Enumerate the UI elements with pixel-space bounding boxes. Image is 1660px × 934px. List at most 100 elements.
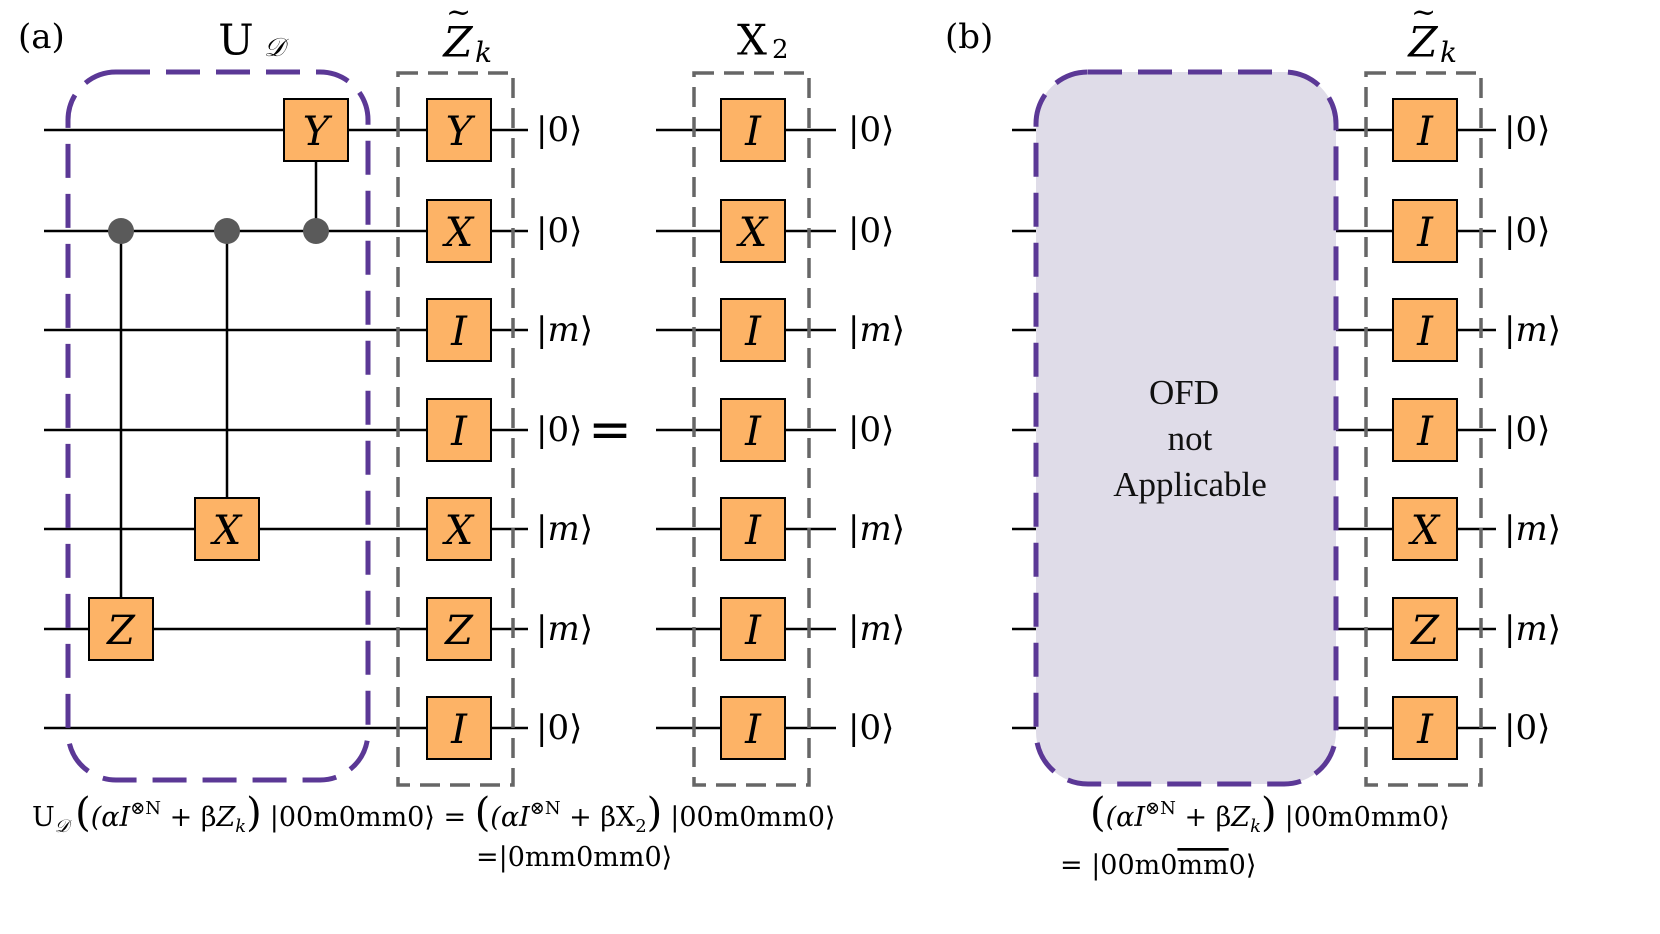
- x2-gate-2: I: [720, 298, 786, 362]
- svg-text:X: X: [736, 210, 769, 256]
- zk-b-ket-6: |0⟩: [1504, 708, 1550, 748]
- zk-b-gate-4: X: [1392, 497, 1458, 561]
- x2-gate-6: I: [720, 696, 786, 760]
- panel-b-label: (b): [945, 17, 993, 57]
- zk-b-gate-1: I: [1392, 199, 1458, 263]
- ud-control-lines: [108, 130, 329, 629]
- zk-a-ket-0: |0⟩: [536, 110, 582, 150]
- zk-title-b-tilde: ~: [1411, 0, 1436, 30]
- zk-a-ket-2: |m⟩: [536, 310, 593, 350]
- x2-title: X 2: [737, 16, 789, 66]
- svg-text:I: I: [744, 109, 762, 155]
- zk-block-border-a: [396, 71, 515, 787]
- zk-block-border-b: [1364, 71, 1483, 787]
- svg-text:Z: Z: [443, 608, 474, 654]
- svg-text:Y: Y: [303, 109, 333, 155]
- ofd-line-1: OFD: [1149, 373, 1219, 412]
- control-dot-1: [214, 218, 240, 244]
- zk-title-b-sub: k: [1440, 36, 1457, 69]
- x2-ket-3: |0⟩: [848, 410, 894, 450]
- zk-a-ket-1: |0⟩: [536, 211, 582, 251]
- svg-text:I: I: [744, 707, 762, 753]
- control-dot-2: [108, 218, 134, 244]
- svg-text:X: X: [210, 508, 243, 554]
- svg-text:I: I: [744, 508, 762, 554]
- x2-ket-0: |0⟩: [848, 110, 894, 150]
- zk-b-ket-3: |0⟩: [1504, 410, 1550, 450]
- zk-title-a-tilde: ~: [446, 0, 471, 30]
- svg-text:I: I: [744, 608, 762, 654]
- zk-title-b-main: Z: [1406, 18, 1438, 67]
- ofd-block: [1036, 72, 1336, 784]
- zk-b-gate-0: I: [1392, 98, 1458, 162]
- svg-text:I: I: [450, 409, 468, 455]
- zk-b-gate-2: I: [1392, 298, 1458, 362]
- svg-text:I: I: [1416, 409, 1434, 455]
- zk-title-a-sub: k: [475, 36, 492, 69]
- zk-title-a: Z ~ k: [441, 0, 492, 69]
- x2-gate-4: I: [720, 497, 786, 561]
- panel-a-kets: |0⟩ |0⟩ |m⟩ |0⟩ |m⟩ |m⟩ |0⟩ |0⟩ |0⟩ |m⟩ |0⟩ |m⟩ |m⟩ |…: [536, 110, 905, 748]
- svg-text:I: I: [1416, 109, 1434, 155]
- svg-text:Y: Y: [446, 109, 476, 155]
- ud-title-sub: 𝒟: [264, 33, 289, 63]
- x2-ket-1: |0⟩: [848, 211, 894, 251]
- svg-text:I: I: [1416, 707, 1434, 753]
- zk-a-gate-5: Z: [426, 597, 492, 661]
- svg-text:X: X: [1408, 508, 1441, 554]
- zk-b-ket-2: |m⟩: [1504, 310, 1561, 350]
- ofd-line-2: not: [1168, 419, 1213, 458]
- svg-text:I: I: [744, 309, 762, 355]
- svg-text:I: I: [450, 707, 468, 753]
- formula-b-line2: = |00m0mm0⟩: [1060, 850, 1256, 881]
- equals-sign: =: [588, 400, 632, 460]
- zk-a-gate-2: I: [426, 298, 492, 362]
- x2-gate-1: X: [720, 199, 786, 263]
- x2-block-border: [692, 71, 811, 787]
- zk-a-gate-6: I: [426, 696, 492, 760]
- panel-a-label: (a): [18, 17, 65, 57]
- zk-b-gate-6: I: [1392, 696, 1458, 760]
- zk-b-ket-1: |0⟩: [1504, 211, 1550, 251]
- ud-gate-y: Y: [283, 98, 349, 162]
- zk-a-ket-3: |0⟩: [536, 410, 582, 450]
- svg-text:I: I: [1416, 309, 1434, 355]
- x2-ket-2: |m⟩: [848, 310, 905, 350]
- x2-ket-4: |m⟩: [848, 509, 905, 549]
- zk-a-gate-1: X: [426, 199, 492, 263]
- ud-block-border: [65, 69, 371, 783]
- zk-a-gate-4: X: [426, 497, 492, 561]
- x2-ket-5: |m⟩: [848, 609, 905, 649]
- ud-title-main: U: [218, 16, 253, 65]
- x2-ket-6: |0⟩: [848, 708, 894, 748]
- zk-b-gate-5: Z: [1392, 597, 1458, 661]
- ofd-block-border: [1033, 69, 1339, 787]
- svg-text:I: I: [450, 309, 468, 355]
- ud-gate-x: X: [194, 497, 260, 561]
- formula-a-line1: U𝒟((αI⊗N + βZk)|00m0mm0⟩ = ((αI⊗N + βX2)…: [32, 790, 835, 837]
- zk-title-a-main: Z: [441, 18, 473, 67]
- svg-text:X: X: [442, 210, 475, 256]
- zk-a-ket-6: |0⟩: [536, 708, 582, 748]
- svg-text:Z: Z: [1409, 608, 1440, 654]
- x2-gate-0: I: [720, 98, 786, 162]
- x2-gate-5: I: [720, 597, 786, 661]
- zk-b-ket-0: |0⟩: [1504, 110, 1550, 150]
- zk-b-ket-4: |m⟩: [1504, 509, 1561, 549]
- zk-a-gate-0: Y: [426, 98, 492, 162]
- x2-title-sub: 2: [772, 35, 789, 65]
- zk-a-ket-4: |m⟩: [536, 509, 593, 549]
- zk-title-b: Z ~ k: [1406, 0, 1457, 69]
- formula-a-line2: =|0mm0mm0⟩: [476, 842, 672, 873]
- control-dot-0: [303, 218, 329, 244]
- x2-title-main: X: [737, 16, 767, 65]
- ud-title: U 𝒟: [218, 16, 289, 65]
- ud-gate-z: Z: [88, 597, 154, 661]
- ofd-line-3: Applicable: [1113, 465, 1267, 504]
- zk-b-gate-3: I: [1392, 398, 1458, 462]
- svg-text:Z: Z: [105, 608, 136, 654]
- zk-a-ket-5: |m⟩: [536, 609, 593, 649]
